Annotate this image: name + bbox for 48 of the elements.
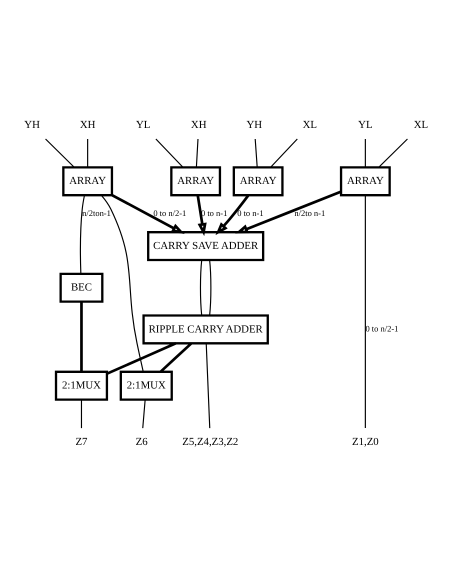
edge-label: 0 to n-1 (237, 208, 264, 218)
connector (80, 302, 83, 372)
arrow (235, 190, 342, 234)
node-text: Z5,Z4,Z3,Z2 (182, 436, 238, 448)
connector (200, 260, 202, 316)
connector (206, 343, 210, 428)
node-box: ARRAY (232, 166, 284, 196)
node-box: BEC (59, 272, 104, 303)
node-box: ARRAY (170, 166, 222, 196)
node-text: YL (358, 118, 373, 131)
node-text: Z1,Z0 (352, 436, 379, 448)
connector (100, 195, 144, 372)
node-text: XH (190, 118, 207, 131)
connector (87, 139, 88, 168)
node-text: YH (246, 118, 262, 131)
node-text: XL (414, 118, 428, 131)
connector (364, 139, 366, 168)
connector (80, 195, 86, 274)
connector (209, 260, 212, 316)
node-box: ARRAY (340, 166, 391, 196)
connector (155, 138, 184, 168)
node-box: CARRY SAVE ADDER (147, 231, 264, 262)
arrow (215, 194, 250, 236)
node-text: XL (302, 118, 318, 131)
edge-label: 0 to n/2-1 (153, 208, 186, 218)
connector (80, 400, 82, 428)
node-box: 2:1MUX (54, 370, 108, 401)
connector (270, 138, 298, 168)
arrow (196, 195, 207, 236)
connector (45, 138, 75, 168)
connector (378, 138, 408, 168)
connector (106, 342, 176, 375)
node-box: 2:1MUX (120, 370, 173, 401)
node-text: XH (80, 118, 96, 131)
arrow (111, 194, 185, 234)
node-text: Z6 (136, 436, 148, 448)
edge-label: n/2ton-1 (82, 208, 111, 218)
node-text: Z7 (75, 436, 88, 448)
node-text: YH (24, 118, 40, 131)
edge-label: n/2to n-1 (294, 208, 326, 218)
node-box: ARRAY (62, 166, 114, 196)
connector (254, 138, 258, 168)
connector (160, 342, 192, 373)
connector (364, 195, 366, 428)
node-text: YL (136, 118, 150, 131)
node-box: RIPPLE CARRY ADDER (142, 314, 269, 344)
connector (196, 138, 199, 168)
connector (142, 400, 146, 428)
